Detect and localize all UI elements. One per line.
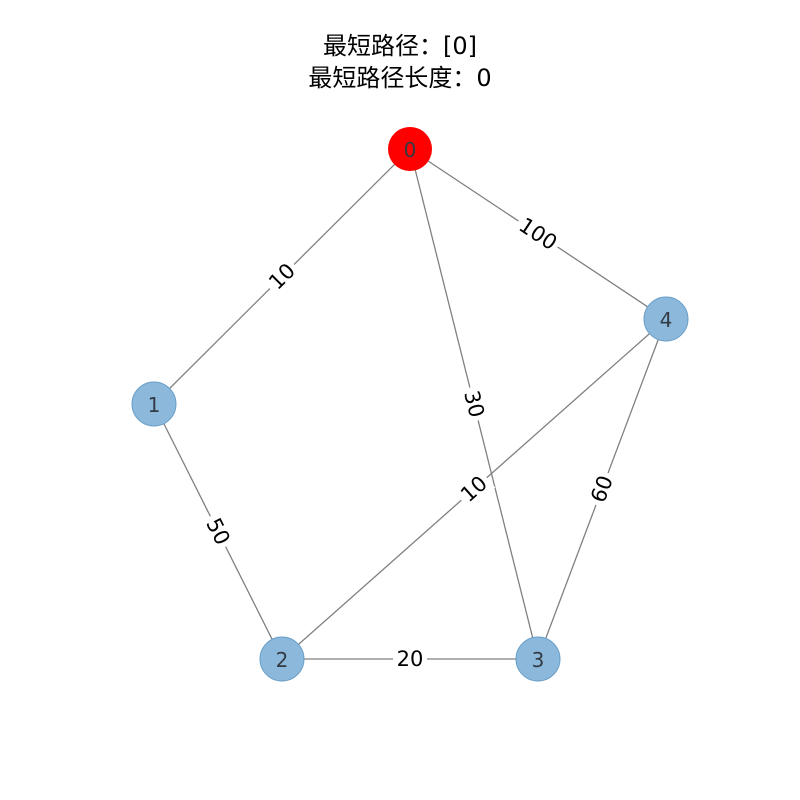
node-circle xyxy=(515,636,561,682)
nodes-layer: 0 1 2 3 4 xyxy=(131,127,689,682)
node-label: 0 xyxy=(404,138,417,162)
node-label: 3 xyxy=(532,648,545,672)
edge-label-3-4: 60 xyxy=(583,468,621,510)
edge-label-background xyxy=(452,467,496,511)
edge-label-background xyxy=(457,384,491,424)
edge-label-0-4: 100 xyxy=(511,210,565,258)
shortest-path-length-line: 最短路径长度：0 xyxy=(308,64,492,92)
node-4: 4 xyxy=(643,296,689,342)
edge-label-background xyxy=(260,255,304,298)
edge-label-background xyxy=(198,510,238,553)
node-3: 3 xyxy=(515,636,561,682)
edge-label-2-3: 20 xyxy=(393,646,427,672)
node-circle xyxy=(131,381,177,427)
node-circle xyxy=(259,636,305,682)
graph-title: 最短路径：[0] 最短路径长度：0 xyxy=(0,30,800,94)
highlighted-node-circle xyxy=(388,127,432,171)
node-label: 1 xyxy=(148,393,161,417)
node-label: 2 xyxy=(276,648,289,672)
node-0: 0 xyxy=(388,127,432,171)
edge-label-2-4: 10 xyxy=(452,467,496,511)
edge-weight-label: 10 xyxy=(456,471,492,507)
edge-label-1-2: 50 xyxy=(198,510,238,553)
shortest-path-line: 最短路径：[0] xyxy=(323,32,477,60)
edges-layer xyxy=(153,148,667,660)
node-circle xyxy=(643,296,689,342)
node-1: 1 xyxy=(131,381,177,427)
node-2: 2 xyxy=(259,636,305,682)
edge-label-background xyxy=(511,210,565,258)
edge-weight-label: 20 xyxy=(397,647,424,671)
edge-label-0-3: 30 xyxy=(457,384,491,424)
edge-label-background xyxy=(393,646,427,672)
node-label: 4 xyxy=(660,308,673,332)
edge-label-background xyxy=(583,468,621,510)
